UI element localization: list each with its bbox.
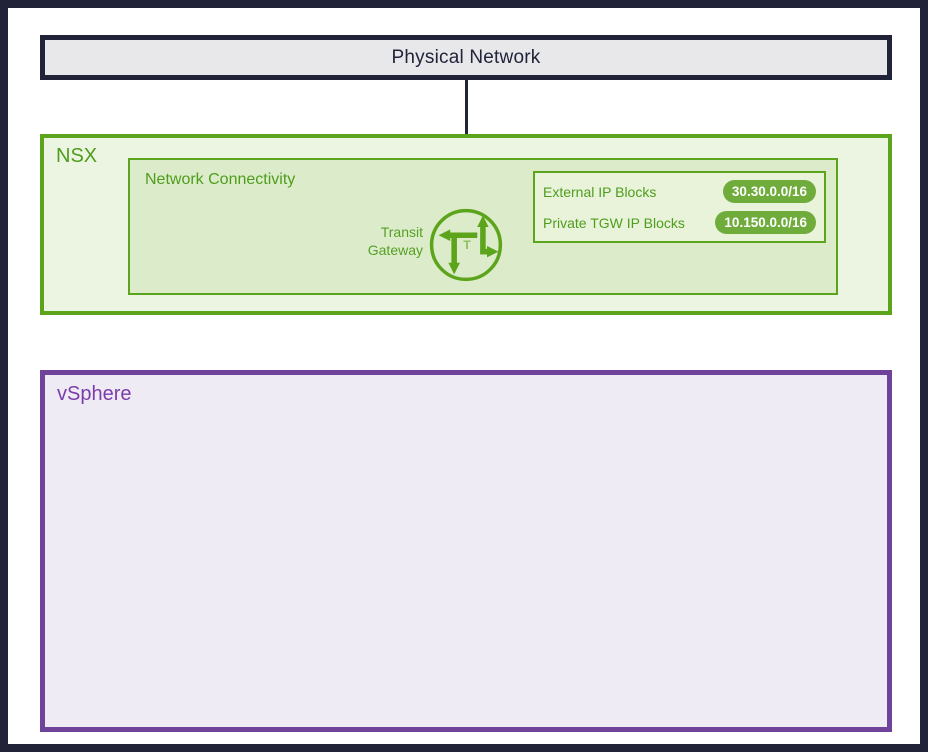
- vsphere-label: vSphere: [57, 383, 132, 405]
- transit-gateway-label: Transit Gateway: [330, 223, 423, 259]
- private-tgw-ip-blocks-row: Private TGW IP Blocks 10.150.0.0/16: [543, 211, 816, 234]
- transit-gateway-label-line2: Gateway: [367, 242, 423, 258]
- vsphere-box: [40, 370, 892, 732]
- physical-network-label: Physical Network: [391, 46, 541, 68]
- external-ip-blocks-badge: 30.30.0.0/16: [722, 180, 816, 203]
- private-tgw-ip-blocks-badge: 10.150.0.0/16: [715, 211, 816, 234]
- transit-gateway-label-line1: Transit: [380, 224, 423, 240]
- network-connectivity-label: Network Connectivity: [145, 171, 296, 188]
- transit-gateway-icon: T: [429, 208, 503, 282]
- ip-blocks-box: External IP Blocks 30.30.0.0/16 Private …: [533, 171, 826, 243]
- nsx-label: NSX: [56, 145, 98, 167]
- physical-network-box: Physical Network: [40, 35, 892, 80]
- transit-gateway-icon-letter: T: [463, 238, 471, 252]
- external-ip-blocks-label: External IP Blocks: [543, 183, 657, 200]
- private-tgw-ip-blocks-label: Private TGW IP Blocks: [543, 214, 685, 231]
- physical-to-nsx-connector-line: [465, 80, 468, 161]
- external-ip-blocks-row: External IP Blocks 30.30.0.0/16: [543, 180, 816, 203]
